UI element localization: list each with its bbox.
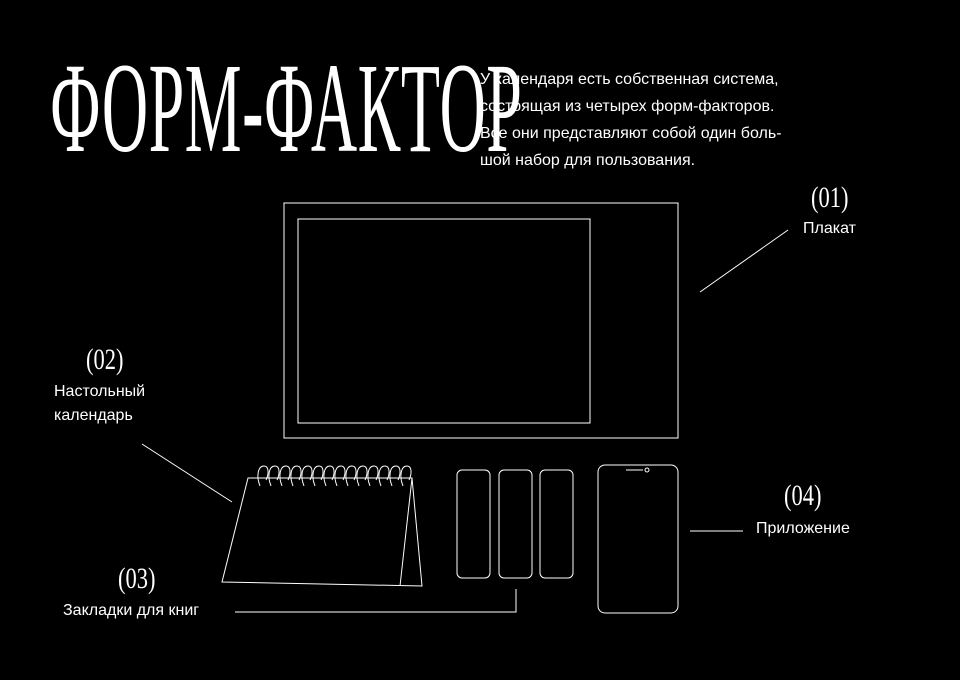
poster-illustration	[283, 202, 679, 439]
leader-line-poster	[699, 229, 789, 293]
spiral-ring	[323, 465, 335, 487]
leader-line-desk-calendar	[141, 443, 233, 503]
spiral-ring	[400, 465, 412, 487]
leader-line-bookmarks	[235, 589, 517, 613]
spiral-ring	[389, 465, 401, 487]
intro-line: шой набор для пользования.	[480, 152, 696, 169]
bookmarks-illustration	[456, 469, 574, 579]
item-number-02: (02)	[86, 343, 124, 376]
item-label-poster: Плакат	[803, 220, 856, 237]
spiral-ring	[279, 465, 291, 487]
intro-line: Все они представляют собой один боль-	[480, 125, 782, 142]
spiral-ring	[268, 465, 280, 487]
intro-line: состоящая из четырех форм-факторов.	[480, 98, 775, 115]
spiral-ring	[367, 465, 379, 487]
phone-illustration	[597, 464, 679, 614]
item-label-desk-calendar-line1: Настольный	[54, 383, 146, 400]
item-number-01: (01)	[811, 181, 849, 214]
spiral-ring	[345, 465, 357, 487]
spiral-ring	[334, 465, 346, 487]
intro-line: У календаря есть собственная система,	[480, 71, 779, 88]
spiral-ring	[378, 465, 390, 487]
spiral-ring	[312, 465, 324, 487]
spiral-ring	[257, 465, 269, 487]
spiral-ring	[290, 465, 302, 487]
item-label-bookmarks: Закладки для книг	[63, 602, 200, 619]
item-label-desk-calendar-line2: календарь	[54, 407, 133, 424]
item-number-04: (04)	[784, 479, 822, 512]
desk-calendar-illustration	[221, 465, 423, 587]
page-title: ФОРМ-ФАКТОР	[50, 37, 523, 179]
spiral-ring	[301, 465, 313, 487]
item-number-03: (03)	[118, 562, 156, 595]
spiral-ring	[356, 465, 368, 487]
item-label-app: Приложение	[756, 520, 850, 537]
intro-text: У календаря есть собственная система, со…	[480, 66, 840, 174]
